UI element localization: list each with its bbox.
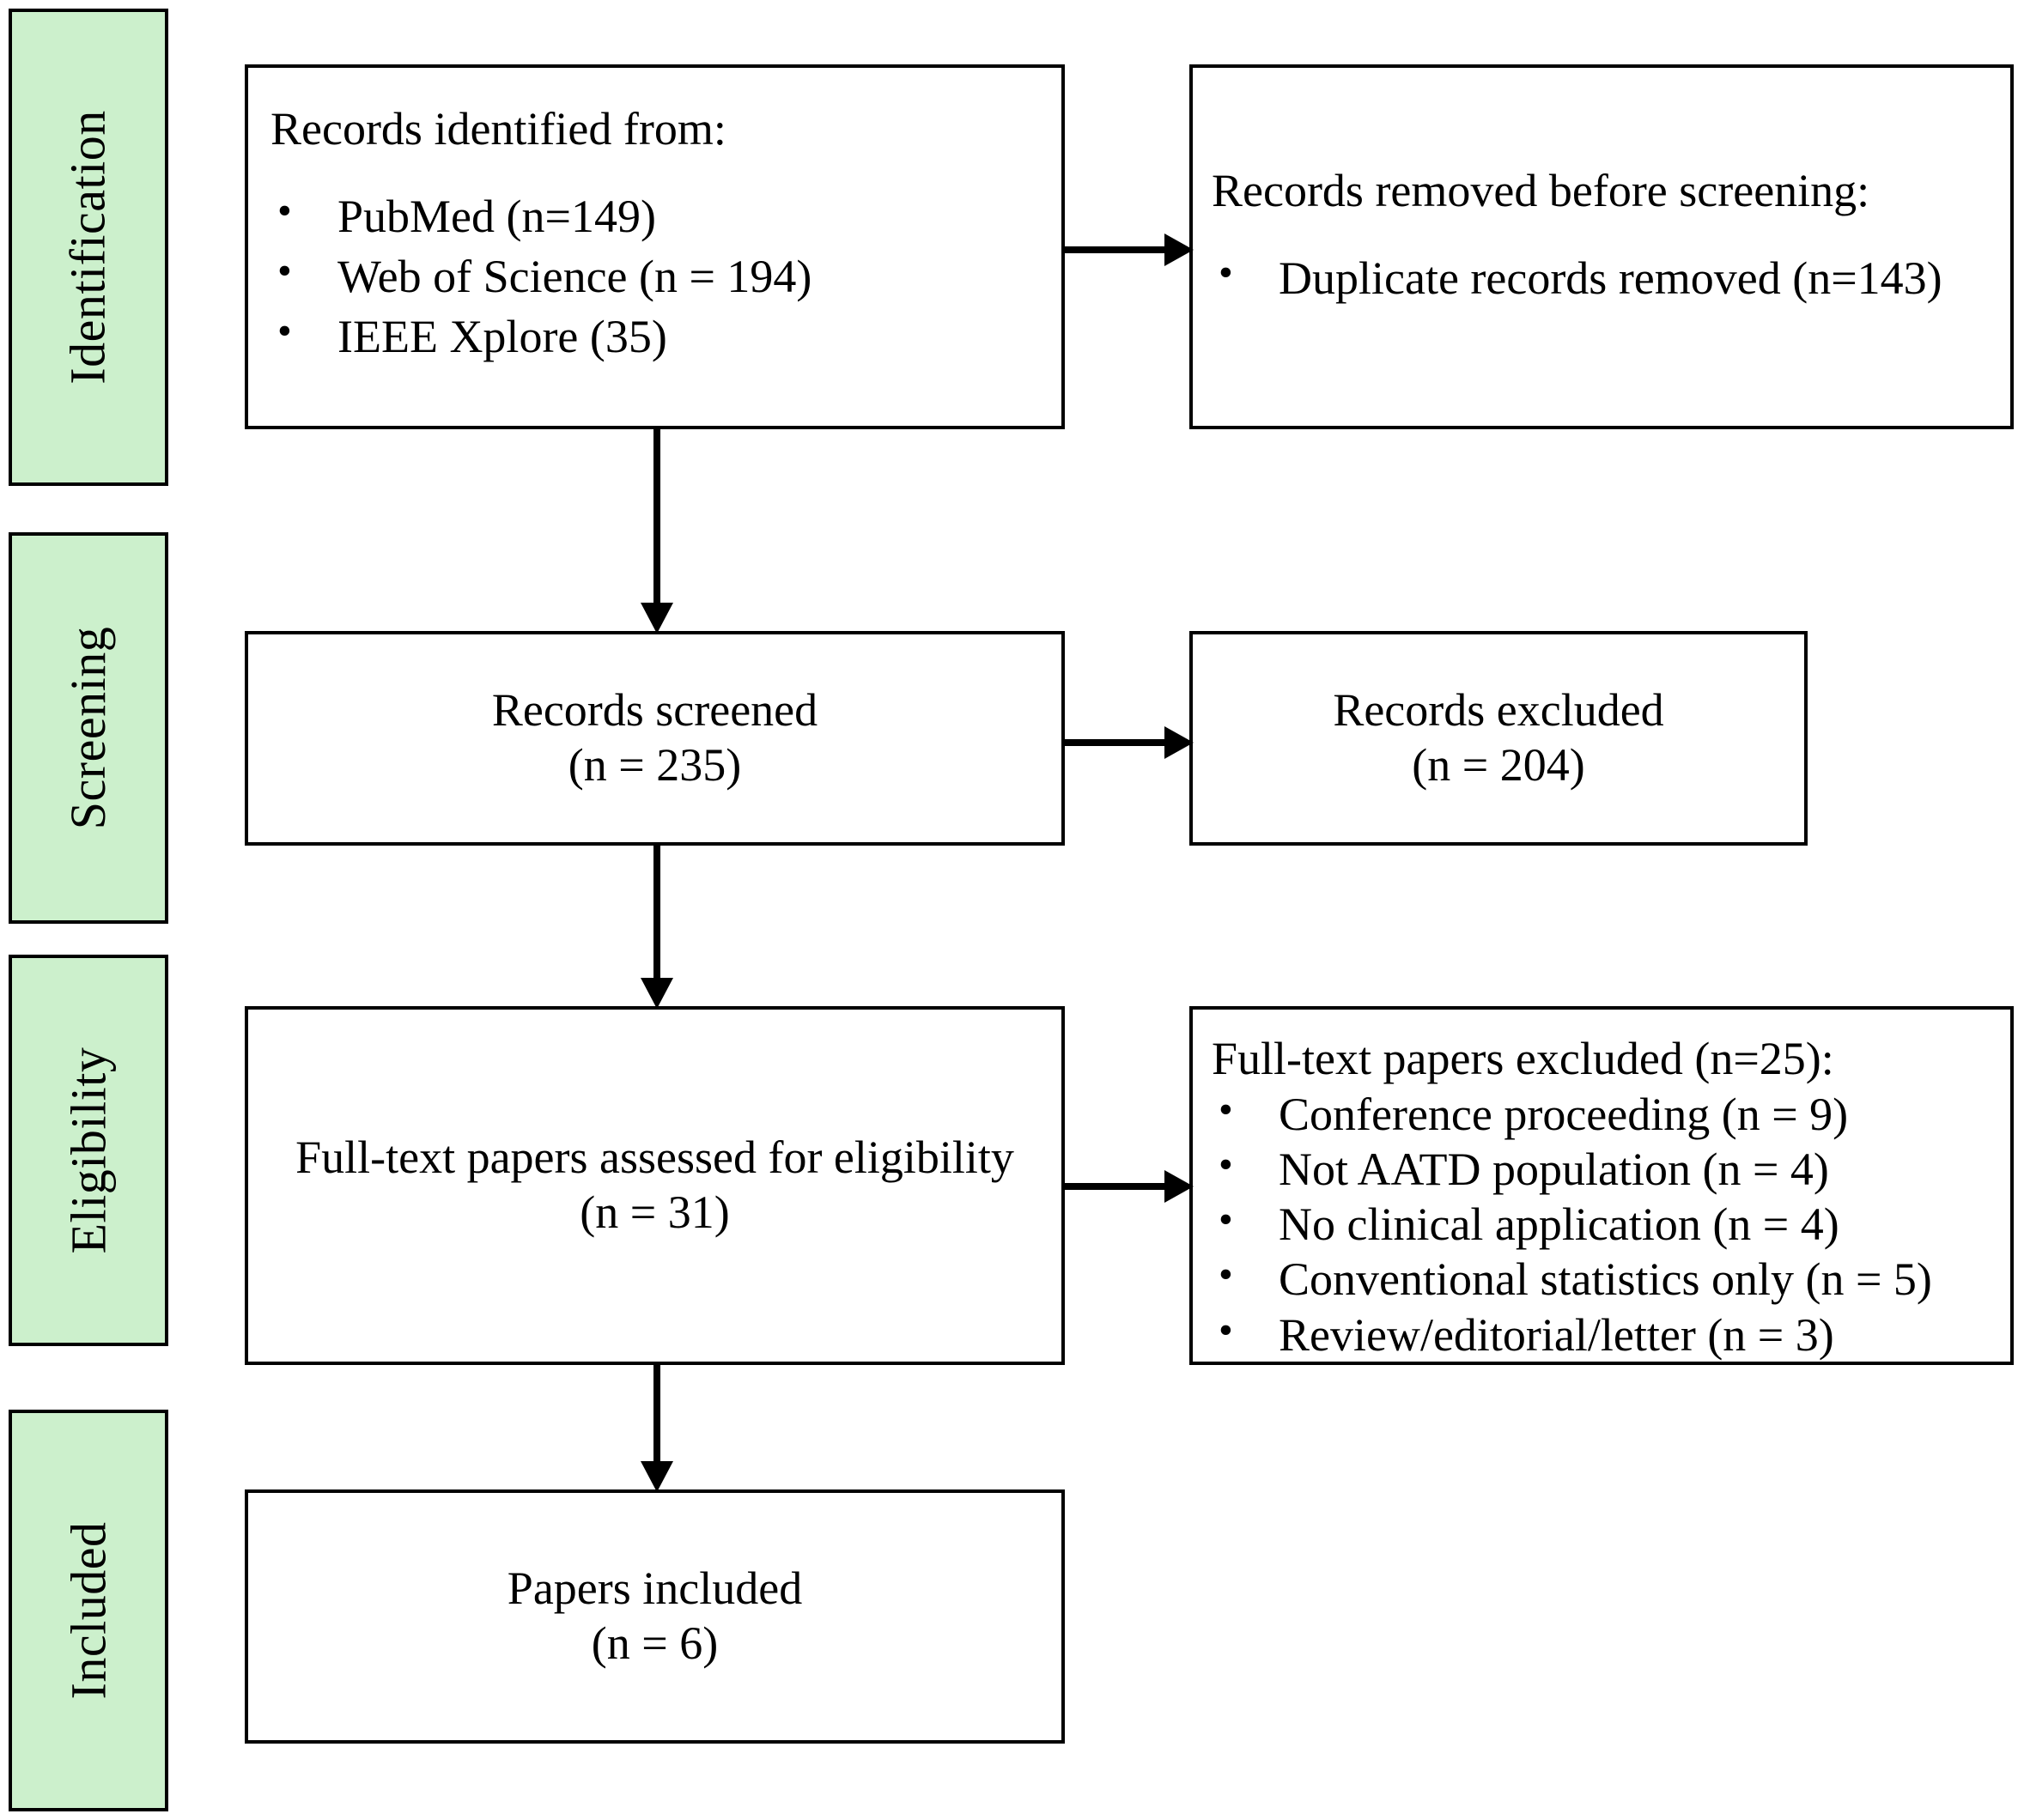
fulltext-excluded-title: Full-text papers excluded (n=25):: [1212, 1033, 1834, 1084]
list-item: Web of Science (n = 194): [270, 245, 1039, 306]
list-item: No clinical application (n = 4): [1212, 1195, 1998, 1252]
records-removed-list: Duplicate records removed (n=143): [1212, 246, 1995, 308]
connector-assessed-to-included-arrow: [637, 1363, 677, 1492]
box-fulltext-excluded: Full-text papers excluded (n=25): Confer…: [1189, 1006, 2014, 1365]
connector-assessed-to-excluded-arrow: [1063, 1167, 1194, 1206]
records-identified-title: Records identified from:: [270, 103, 726, 155]
list-item: Duplicate records removed (n=143): [1212, 246, 1995, 308]
list-item: PubMed (n=149): [270, 185, 1039, 246]
stage-label-screening-text: Screening: [60, 626, 117, 830]
connector-identified-to-removed-arrow: [1063, 230, 1194, 270]
box-records-removed: Records removed before screening: Duplic…: [1189, 64, 2014, 429]
stage-label-screening: Screening: [9, 532, 168, 924]
box-records-excluded: Records excluded (n = 204): [1189, 631, 1808, 846]
list-item: Conference proceeding (n = 9): [1212, 1085, 1998, 1142]
records-screened-line1: Records screened: [491, 684, 818, 737]
papers-included-line2: (n = 6): [591, 1617, 719, 1669]
list-item: IEEE Xplore (35): [270, 305, 1039, 367]
box-records-identified: Records identified from: PubMed (n=149) …: [245, 64, 1065, 429]
stage-label-identification-text: Identification: [60, 110, 116, 385]
records-excluded-line2: (n = 204): [1412, 739, 1585, 791]
connector-identified-to-screened-arrow: [637, 428, 677, 634]
stage-label-included: Included: [9, 1410, 168, 1811]
box-fulltext-assessed: Full-text papers assessed for eligibilit…: [245, 1006, 1065, 1365]
stage-label-included-text: Included: [60, 1521, 117, 1700]
connector-screened-to-assessed-arrow: [637, 844, 677, 1009]
list-item: Review/editorial/letter (n = 3): [1212, 1306, 1998, 1362]
records-identified-list: PubMed (n=149) Web of Science (n = 194) …: [270, 185, 1039, 367]
records-removed-title: Records removed before screening:: [1212, 165, 1870, 216]
fulltext-assessed-line2: (n = 31): [580, 1186, 730, 1238]
records-screened-line2: (n = 235): [568, 739, 742, 791]
stage-label-eligibility: Eligibility: [9, 955, 168, 1346]
records-excluded-line1: Records excluded: [1333, 684, 1664, 737]
stage-label-identification: Identification: [9, 9, 168, 486]
connector-screened-to-excluded-arrow: [1063, 723, 1194, 762]
fulltext-assessed-line1: Full-text papers assessed for eligibilit…: [295, 1131, 1014, 1184]
papers-included-line1: Papers included: [507, 1562, 803, 1615]
list-item: Conventional statistics only (n = 5): [1212, 1250, 1998, 1307]
box-records-screened: Records screened (n = 235): [245, 631, 1065, 846]
list-item: Not AATD population (n = 4): [1212, 1140, 1998, 1197]
box-papers-included: Papers included (n = 6): [245, 1489, 1065, 1744]
stage-label-eligibility-text: Eligibility: [60, 1046, 117, 1254]
fulltext-excluded-list: Conference proceeding (n = 9) Not AATD p…: [1212, 1085, 1998, 1362]
